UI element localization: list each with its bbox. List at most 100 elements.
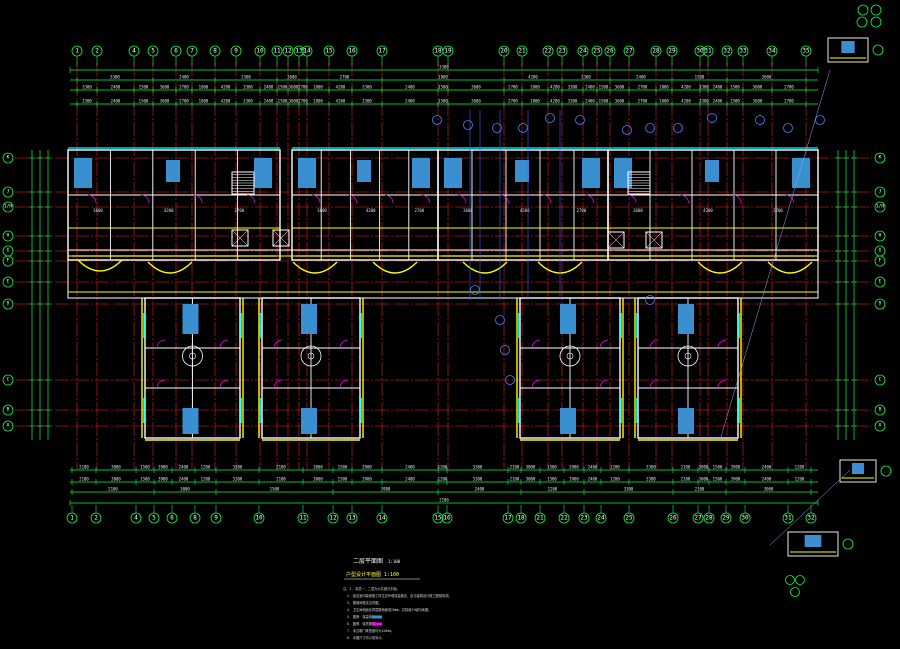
axis-bubble [254,45,266,57]
note-line: 4. 卫生间地面比同层楼地面低20mm，并找坡1%坡向地漏。 [347,607,431,612]
dimension-label: 1500 [241,75,251,80]
dimension-label: 2100 [681,465,691,470]
dimension-label: 4200 [336,99,346,104]
dimension-label: 1500 [547,477,557,482]
axis-bubble [595,512,607,524]
detail-index-circle [575,115,585,125]
bay-window-curve [767,261,813,274]
elevator-x [272,229,290,247]
dimension-label: 1500 [140,465,150,470]
axis-bubble [2,186,14,198]
axis-bubble-label: 31 [704,48,712,55]
dimension-label: 2400 [762,465,772,470]
dimension-label: 2700 [179,99,189,104]
axis-bubble [556,45,568,57]
bathroom-hatch [614,158,632,188]
axis-bubble-label: 1/H [4,204,12,210]
axis-bubble [66,512,78,524]
door-swing [500,194,509,204]
axis-bubble-label: 9 [214,515,218,522]
room-dim-label: 2700 [415,208,425,213]
axis-bubble [432,512,444,524]
drawing-scale: 1:100 [388,559,401,564]
dimension-label: 3600 [471,99,481,104]
dimension-label: 1500 [139,85,149,90]
detail-index-circle [755,115,765,125]
door-swing [649,339,659,349]
axis-bubble [498,45,510,57]
axis-bubble [800,45,812,57]
axis-bubble [720,512,732,524]
dimension-label: 1200 [438,465,448,470]
axis-bubble-label: 6 [170,515,174,522]
door-swing [717,339,727,349]
axis-bubble [90,512,102,524]
dimension-label: 1500 [278,85,288,90]
dimension-label: 3000 [699,477,709,482]
dimension-label: 1500 [338,465,348,470]
dimension-label: 2400 [405,465,415,470]
axis-bubble-label: 29 [668,48,676,55]
axis-bubble-label: 31 [784,515,792,522]
axis-bubble-label: 25 [625,515,633,522]
dimension-label: 3600 [289,85,299,90]
axis-bubble [558,512,570,524]
dimension-label: 3000 [764,487,774,492]
axis-bubble [534,512,546,524]
door-swing [311,194,321,204]
dimension-label: 4200 [221,99,231,104]
axis-bubble [516,45,528,57]
dimension-label: 4200 [550,85,560,90]
dimension-label: 3600 [287,75,297,80]
dimension-label: 4200 [681,85,691,90]
dimension-label: 2400 [762,477,772,482]
detail-bubble [870,4,882,16]
axis-bubble [515,512,527,524]
bathroom-hatch [166,160,180,182]
dimension-label: 1800 [199,99,209,104]
axis-bubble [874,420,886,432]
dimension-label: 2400 [588,477,598,482]
axis-bubble [2,255,14,267]
bathroom-hatch [792,158,810,188]
note-line: 注：1. 本层一、二层为公共部分平面。 [343,586,400,591]
axis-bubble [2,152,14,164]
dimension-label: 2400 [713,85,723,90]
round-table-symbol [559,345,581,367]
axis-bubble-label: K [7,155,10,161]
building-plan: 3600 4200 2700 3600 4200 2700 3600 4200 2700 3600… [67,37,877,557]
dimension-label: 3000 [111,477,121,482]
dimension-label: 1200 [548,487,558,492]
axis-bubble [210,512,222,524]
wall-outline [231,229,249,247]
wall-outline [607,149,819,261]
bathroom-hatch [705,160,719,182]
dimension-label: 1500 [695,75,705,80]
dimension-label: 2100 [439,498,449,503]
dimension-label: 3900 [731,477,741,482]
door-swing [348,194,357,204]
door-swing [384,194,394,204]
room-dim-label: 3600 [93,208,103,213]
axis-bubble-label: 29 [722,515,730,522]
bathroom-hatch [560,304,576,334]
axis-bubble [301,45,313,57]
dimension-label: 3300 [473,477,483,482]
door-swing [219,379,229,389]
dimension-label: 2700 [638,85,648,90]
wall-outline [67,149,281,261]
detail-index-circle [545,113,555,123]
axis-bubble-label: 18 [434,48,442,55]
room-dim-label: 2700 [235,208,245,213]
axis-bubble-label: G [879,248,882,254]
detail-index-circle [815,115,825,125]
detail-index-circle [505,375,515,385]
axis-bubble [346,512,358,524]
axis-bubble [874,276,886,288]
detail-index-circle [495,315,505,325]
axis-bubble [737,45,749,57]
dimension-label: 4200 [550,99,560,104]
dimension-label: 2400 [264,85,274,90]
axis-bubble-label: 23 [580,515,588,522]
